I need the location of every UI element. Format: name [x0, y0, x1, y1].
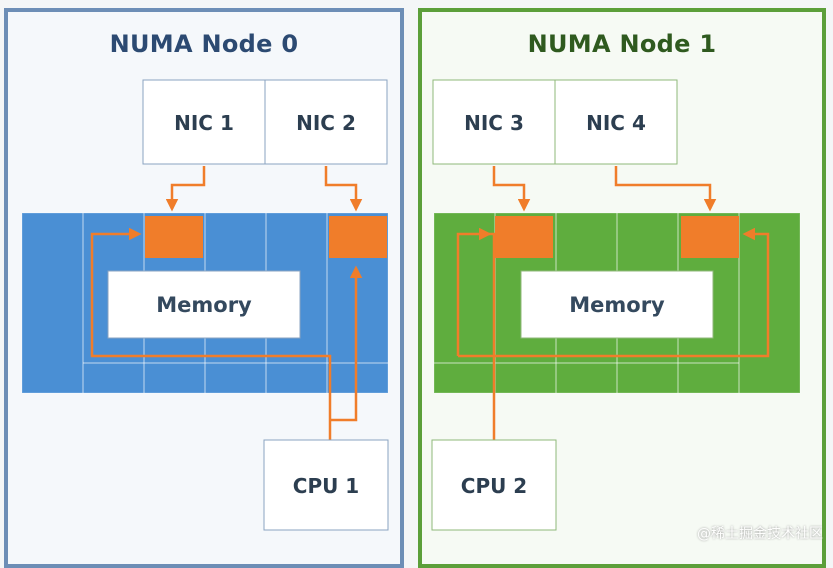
nic-1-box: [142, 79, 266, 165]
nic-3-label: NIC 3: [464, 111, 524, 135]
nic-1-buffer: [145, 216, 203, 258]
memory-label: Memory: [569, 293, 665, 317]
cpu-1-to-buffer-2-arrow: [330, 265, 363, 422]
node-title: NUMA Node 1: [527, 30, 717, 58]
nic-1-label: NIC 1: [174, 111, 234, 135]
nic-4-box: [554, 79, 678, 165]
nic-2-buffer: [329, 216, 387, 258]
nic-3-buffer: [495, 216, 553, 258]
cpu-2-to-buffer-4-arrow: [458, 227, 770, 358]
nic-2-box: [264, 79, 388, 165]
memory-label-box: [520, 270, 714, 339]
cpu-2-box: [431, 439, 557, 531]
node-0-group: NIC 1 NIC 2 Memory CPU 1: [21, 79, 389, 531]
cpu-1-to-buffer-1-arrow: [90, 227, 332, 440]
nic-3-box: [432, 79, 556, 165]
cpu-1-label: CPU 1: [293, 474, 359, 498]
watermark-text: @稀土掘金技术社区: [697, 526, 823, 542]
memory-label: Memory: [156, 293, 252, 317]
numa-diagram: NIC 1 NIC 2 Memory CPU 1 NIC 3 NIC 4: [21, 79, 801, 531]
node-1-group: NIC 3 NIC 4 Memory CPU 2: [431, 79, 801, 531]
memory-label-box: [107, 270, 301, 339]
cpu-2-to-buffer-3-arrow-head: [456, 227, 492, 356]
nic-1-dma-arrow: [165, 166, 206, 212]
nic-4-label: NIC 4: [586, 111, 646, 135]
nic-4-dma-arrow: [614, 166, 717, 212]
nic-2-label: NIC 2: [296, 111, 356, 135]
cpu-1-box: [263, 439, 389, 531]
cpu-2-label: CPU 2: [461, 474, 527, 498]
node-title: NUMA Node 0: [109, 30, 299, 58]
nic-2-dma-arrow: [324, 166, 363, 212]
nic-4-buffer: [681, 216, 739, 258]
nic-3-dma-arrow: [492, 166, 531, 212]
